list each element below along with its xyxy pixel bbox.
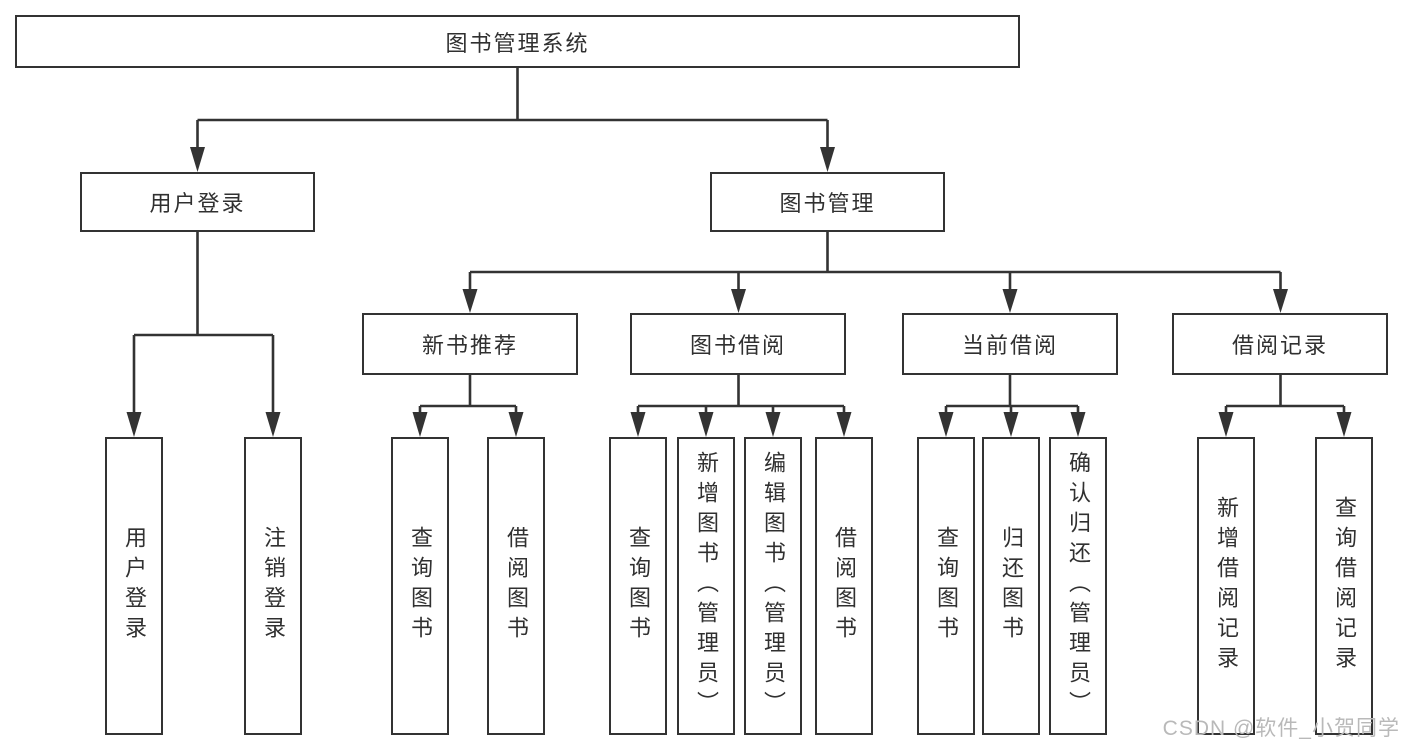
arrowhead xyxy=(630,412,646,437)
leaf-borrow-books: 借阅图书 xyxy=(487,437,545,735)
arrowhead xyxy=(265,412,281,437)
arrowhead xyxy=(698,412,714,437)
connector-book-borrow-to-leaves xyxy=(630,375,852,437)
leaf-user-login: 用户登录 xyxy=(105,437,163,735)
arrowhead xyxy=(508,412,524,437)
node-user-login: 用户登录 xyxy=(80,172,315,232)
leaf-query-borrow-record: 查询借阅记录 xyxy=(1315,437,1373,735)
arrowhead xyxy=(1070,412,1086,437)
arrowhead xyxy=(820,147,835,172)
leaf-query-books: 查询图书 xyxy=(609,437,667,735)
arrowhead xyxy=(126,412,142,437)
connector-root-to-level2 xyxy=(190,68,835,172)
leaf-edit-books-admin: 编辑图书（管理员） xyxy=(744,437,802,735)
connector-borrow-records-to-leaves xyxy=(1218,375,1352,437)
csdn-watermark: CSDN @软件_小贺同学 xyxy=(1162,717,1400,740)
arrowhead xyxy=(765,412,781,437)
node-borrowing-records: 借阅记录 xyxy=(1172,313,1388,375)
arrowhead xyxy=(1003,412,1019,437)
arrowhead xyxy=(1336,412,1352,437)
leaf-query-books: 查询图书 xyxy=(391,437,449,735)
connector-user-login-to-leaves xyxy=(126,232,281,437)
connector-new-book-rec-to-leaves xyxy=(412,375,524,437)
arrowhead xyxy=(190,147,205,172)
arrowhead xyxy=(1273,289,1288,313)
leaf-add-borrow-record: 新增借阅记录 xyxy=(1197,437,1255,735)
leaf-return-books: 归还图书 xyxy=(982,437,1040,735)
arrowhead xyxy=(938,412,954,437)
leaf-confirm-return-admin: 确认归还（管理员） xyxy=(1049,437,1107,735)
node-current-borrowing: 当前借阅 xyxy=(902,313,1118,375)
leaf-logout: 注销登录 xyxy=(244,437,302,735)
arrowhead xyxy=(462,289,478,313)
leaf-add-books-admin: 新增图书（管理员） xyxy=(677,437,735,735)
connector-book-mgmt-to-level3 xyxy=(462,232,1288,313)
node-book-borrowing: 图书借阅 xyxy=(630,313,846,375)
arrowhead xyxy=(1218,412,1234,437)
arrowhead xyxy=(836,412,852,437)
leaf-borrow-books: 借阅图书 xyxy=(815,437,873,735)
node-new-book-recommendation: 新书推荐 xyxy=(362,313,578,375)
arrowhead xyxy=(731,289,746,313)
node-book-management-system: 图书管理系统 xyxy=(15,15,1020,68)
arrowhead xyxy=(1002,289,1018,313)
arrowhead xyxy=(412,412,428,437)
node-book-management: 图书管理 xyxy=(710,172,945,232)
connector-current-borrow-to-leaves xyxy=(938,375,1086,437)
leaf-query-books: 查询图书 xyxy=(917,437,975,735)
